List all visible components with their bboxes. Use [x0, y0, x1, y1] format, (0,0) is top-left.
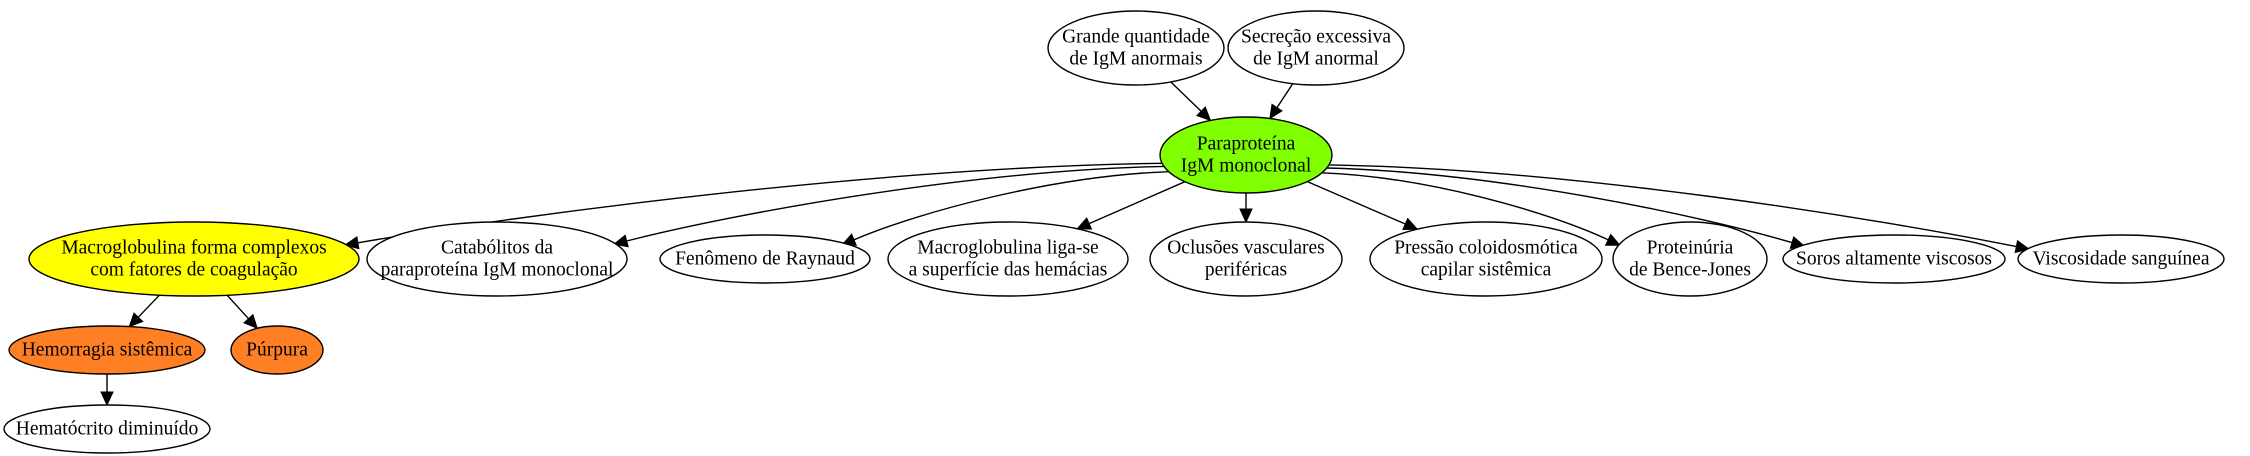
node-label-line: Proteinúria	[1647, 238, 1734, 259]
node-label-line: Paraproteína	[1197, 134, 1296, 155]
node-ellipse	[1227, 10, 1405, 86]
node-label-line: Soros altamente viscosos	[1796, 249, 1992, 270]
node-label-line: Pressão coloidosmótica	[1394, 238, 1578, 259]
node-viscosidade: Viscosidade sanguínea	[2017, 234, 2225, 284]
node-ellipse	[887, 221, 1129, 297]
edge-macro-complexos-to-hemorragia	[128, 294, 160, 328]
arrowhead	[1239, 208, 1253, 224]
node-label-line: Viscosidade sanguínea	[2033, 249, 2210, 270]
node-ellipse	[1047, 10, 1225, 86]
node-purpura: Púrpura	[230, 325, 324, 375]
node-ellipse	[1149, 221, 1343, 297]
node-label-line: de IgM anormal	[1253, 49, 1379, 70]
edge-paraproteina-to-catabolitos	[612, 165, 1165, 248]
edge-hemorragia-to-hematocrito	[100, 374, 114, 407]
node-ellipse	[1159, 116, 1333, 194]
node-label-line: a superfície das hemácias	[909, 260, 1108, 281]
node-ellipse	[2017, 234, 2225, 284]
node-ellipse	[3, 404, 211, 454]
node-label-line: Macroglobulina liga-se	[917, 238, 1098, 259]
edge-macro-complexos-to-purpura	[226, 294, 259, 330]
arrowhead	[612, 234, 629, 248]
edge-secrecao-to-paraproteina	[1269, 83, 1294, 120]
node-label-line: Secreção excessiva	[1241, 27, 1391, 48]
edge-paraproteina-to-pressao	[1307, 180, 1419, 231]
node-soros: Soros altamente viscosos	[1782, 234, 2006, 284]
arrowhead	[1195, 106, 1212, 122]
edge-paraproteina-to-macro-liga	[1076, 181, 1186, 230]
node-ellipse	[28, 221, 360, 297]
node-label-line: Oclusões vasculares	[1167, 238, 1325, 259]
arrowhead	[243, 313, 259, 330]
edge-paraproteina-to-oclusoes	[1239, 193, 1253, 224]
edges-layer	[100, 81, 2031, 407]
node-label-line: Fenômeno de Raynaud	[675, 249, 855, 270]
node-label-line: de IgM anormais	[1069, 49, 1202, 70]
node-label-line: Grande quantidade	[1062, 27, 1210, 48]
node-ellipse	[1782, 234, 2006, 284]
node-label-line: Púrpura	[246, 340, 308, 361]
node-label-line: Catabólitos da	[441, 238, 553, 259]
node-ellipse	[1612, 221, 1768, 297]
node-label-line: com fatores de coagulação	[90, 260, 297, 281]
node-ellipse	[230, 325, 324, 375]
node-label-line: paraproteína IgM monoclonal	[381, 260, 614, 281]
node-label-line: Macroglobulina forma complexos	[61, 238, 326, 259]
arrowhead	[1269, 103, 1283, 120]
node-ellipse	[8, 325, 206, 375]
arrowhead	[1402, 217, 1419, 231]
node-label-line: periféricas	[1205, 260, 1287, 281]
arrowhead	[1604, 233, 1621, 246]
arrowhead	[100, 391, 114, 407]
edge-grande-to-paraproteina	[1170, 81, 1212, 122]
node-label-line: Hematócrito diminuído	[16, 419, 199, 440]
node-label-line: capilar sistêmica	[1421, 260, 1552, 281]
node-label-line: Hemorragia sistêmica	[22, 340, 193, 361]
node-hematocrito: Hematócrito diminuído	[3, 404, 211, 454]
arrowhead	[1076, 217, 1093, 230]
node-label-line: IgM monoclonal	[1181, 156, 1312, 177]
node-ellipse	[659, 234, 871, 284]
node-macro-liga: Macroglobulina liga-sea superfície das h…	[887, 221, 1129, 297]
node-label-line: de Bence-Jones	[1629, 260, 1751, 281]
node-ellipse	[1369, 221, 1603, 297]
arrowhead	[128, 312, 144, 328]
node-raynaud: Fenômeno de Raynaud	[659, 234, 871, 284]
node-hemorragia: Hemorragia sistêmica	[8, 325, 206, 375]
node-ellipse	[366, 221, 628, 297]
edge-paraproteina-to-proteinuria	[1321, 172, 1621, 246]
